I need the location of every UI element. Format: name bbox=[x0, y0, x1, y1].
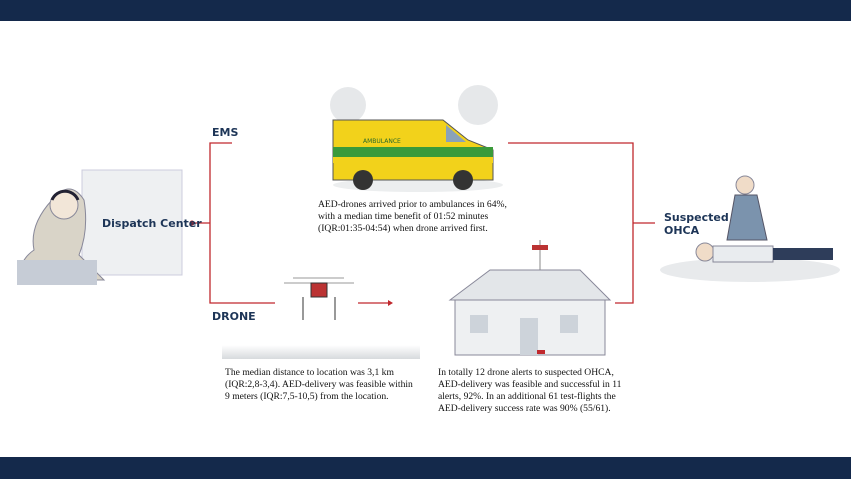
headset-icon bbox=[50, 189, 80, 201]
drone-distance-text: The median distance to location was 3,1 … bbox=[225, 367, 413, 403]
house-illustration bbox=[448, 240, 612, 356]
text-line: (IQR:01:35-04:54) when drone arrived fir… bbox=[318, 223, 488, 234]
connector-dot bbox=[189, 220, 195, 226]
text-line: AED-delivery was feasible and successful… bbox=[438, 379, 622, 390]
arrow-head bbox=[388, 300, 393, 306]
label-ohca-line1: Suspected bbox=[664, 211, 729, 224]
cpr-illustration bbox=[660, 175, 840, 282]
ambulance-illustration: AMBULANCE bbox=[330, 85, 503, 192]
text-line: with a median time benefit of 01:52 minu… bbox=[318, 211, 489, 222]
landscape-strip bbox=[222, 345, 420, 359]
text-line: alerts, 92%. In an additional 61 test-fl… bbox=[438, 391, 616, 402]
label-suspected-ohca: Suspected OHCA bbox=[664, 211, 729, 237]
connector-branch bbox=[209, 142, 275, 304]
text-line: AED-delivery success rate was 90% (55/61… bbox=[438, 403, 611, 414]
bottom-banner bbox=[0, 457, 851, 479]
label-dispatch-center: Dispatch Center bbox=[102, 217, 202, 230]
delivery-result-text: In totally 12 drone alerts to suspected … bbox=[438, 367, 621, 415]
text-line: AED-drones arrived prior to ambulances i… bbox=[318, 199, 507, 210]
top-banner bbox=[0, 0, 851, 21]
text-line: (IQR:2,8-3,4). AED-delivery was feasible… bbox=[225, 379, 413, 390]
drone-illustration bbox=[284, 277, 354, 320]
label-ohca-line2: OHCA bbox=[664, 224, 700, 237]
ems-result-text: AED-drones arrived prior to ambulances i… bbox=[318, 199, 507, 235]
svg-text:AMBULANCE: AMBULANCE bbox=[363, 138, 401, 145]
text-line: 9 meters (IQR:7,5-10,5) from the locatio… bbox=[225, 391, 389, 402]
dispatcher-illustration bbox=[17, 169, 183, 285]
text-line: In totally 12 drone alerts to suspected … bbox=[438, 367, 614, 378]
label-ems: EMS bbox=[212, 126, 239, 139]
text-line: The median distance to location was 3,1 … bbox=[225, 367, 394, 378]
label-drone: DRONE bbox=[212, 310, 256, 323]
